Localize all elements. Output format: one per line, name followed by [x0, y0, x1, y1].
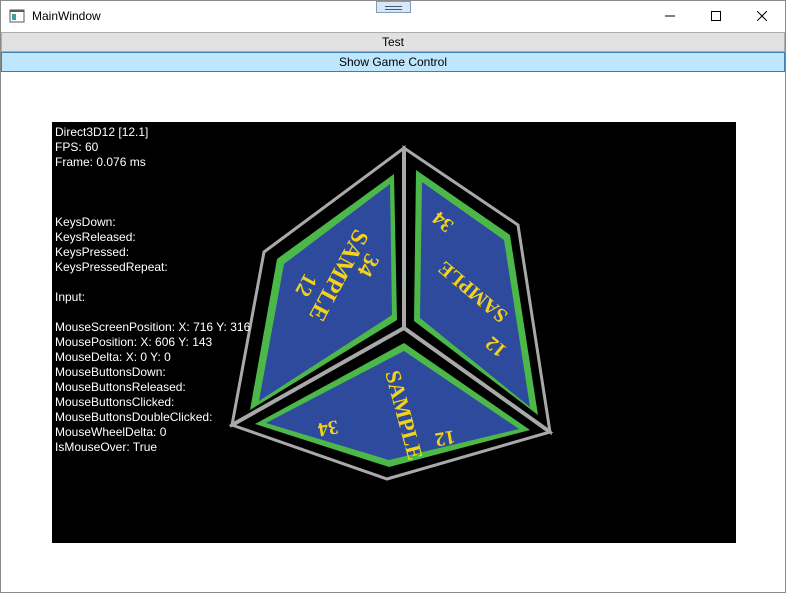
- window-title: MainWindow: [32, 9, 101, 23]
- maximize-button[interactable]: [693, 1, 739, 31]
- debug-overlay-line: MouseScreenPosition: X: 716 Y: 316: [55, 320, 251, 334]
- debug-overlay-line: KeysReleased:: [55, 230, 136, 244]
- debug-overlay-line: MouseWheelDelta: 0: [55, 425, 167, 439]
- sample-cube: SAMPLE 12 34 SAMPLE 12 34 SAMPLE 12 34: [228, 145, 554, 481]
- debug-overlay-line: [55, 185, 250, 200]
- debug-overlay-line: [55, 275, 250, 290]
- render-viewport[interactable]: SAMPLE 12 34 SAMPLE 12 34 SAMPLE 12 34: [52, 122, 736, 543]
- debug-overlay-line: [55, 170, 250, 185]
- debug-overlay-line: Frame: 0.076 ms: [55, 155, 146, 169]
- debug-overlay-line: FPS: 60: [55, 140, 99, 154]
- debug-overlay-line: MouseButtonsDoubleClicked:: [55, 410, 213, 424]
- debug-overlay-line: KeysDown:: [55, 215, 116, 229]
- debug-overlay-line: KeysPressedRepeat:: [55, 260, 168, 274]
- cube-face-right: SAMPLE 12 34: [402, 145, 553, 436]
- debug-overlay-line: Direct3D12 [12.1]: [55, 125, 149, 139]
- close-icon: [757, 11, 767, 21]
- debug-overlay-line: [55, 200, 250, 215]
- debug-overlay-line: MouseDelta: X: 0 Y: 0: [55, 350, 171, 364]
- window-grip-handle[interactable]: [376, 1, 411, 13]
- test-button[interactable]: Test: [1, 32, 785, 52]
- cube-face-left: SAMPLE 12 34: [229, 145, 406, 428]
- minimize-icon: [665, 15, 675, 17]
- debug-overlay-line: MouseButtonsClicked:: [55, 395, 175, 409]
- debug-overlay-line: Input:: [55, 290, 86, 304]
- debug-overlay-line: MousePosition: X: 606 Y: 143: [55, 335, 213, 349]
- debug-overlay-line: [55, 305, 250, 320]
- minimize-button[interactable]: [647, 1, 693, 31]
- show-game-control-button[interactable]: Show Game Control: [1, 52, 785, 72]
- cube-face-bottom-num-a: 12: [433, 425, 457, 450]
- cube-face-bottom: SAMPLE 12 34: [228, 326, 554, 481]
- debug-overlay-line: KeysPressed:: [55, 245, 130, 259]
- debug-overlay-line: IsMouseOver: True: [55, 440, 158, 454]
- close-button[interactable]: [739, 1, 785, 31]
- cube-edges: [231, 148, 552, 434]
- maximize-icon: [711, 11, 721, 21]
- debug-overlay-line: MouseButtonsDown:: [55, 365, 166, 379]
- window-app-icon: [9, 9, 25, 23]
- debug-overlay-line: MouseButtonsReleased:: [55, 380, 186, 394]
- cube-face-bottom-num-b: 34: [316, 415, 340, 440]
